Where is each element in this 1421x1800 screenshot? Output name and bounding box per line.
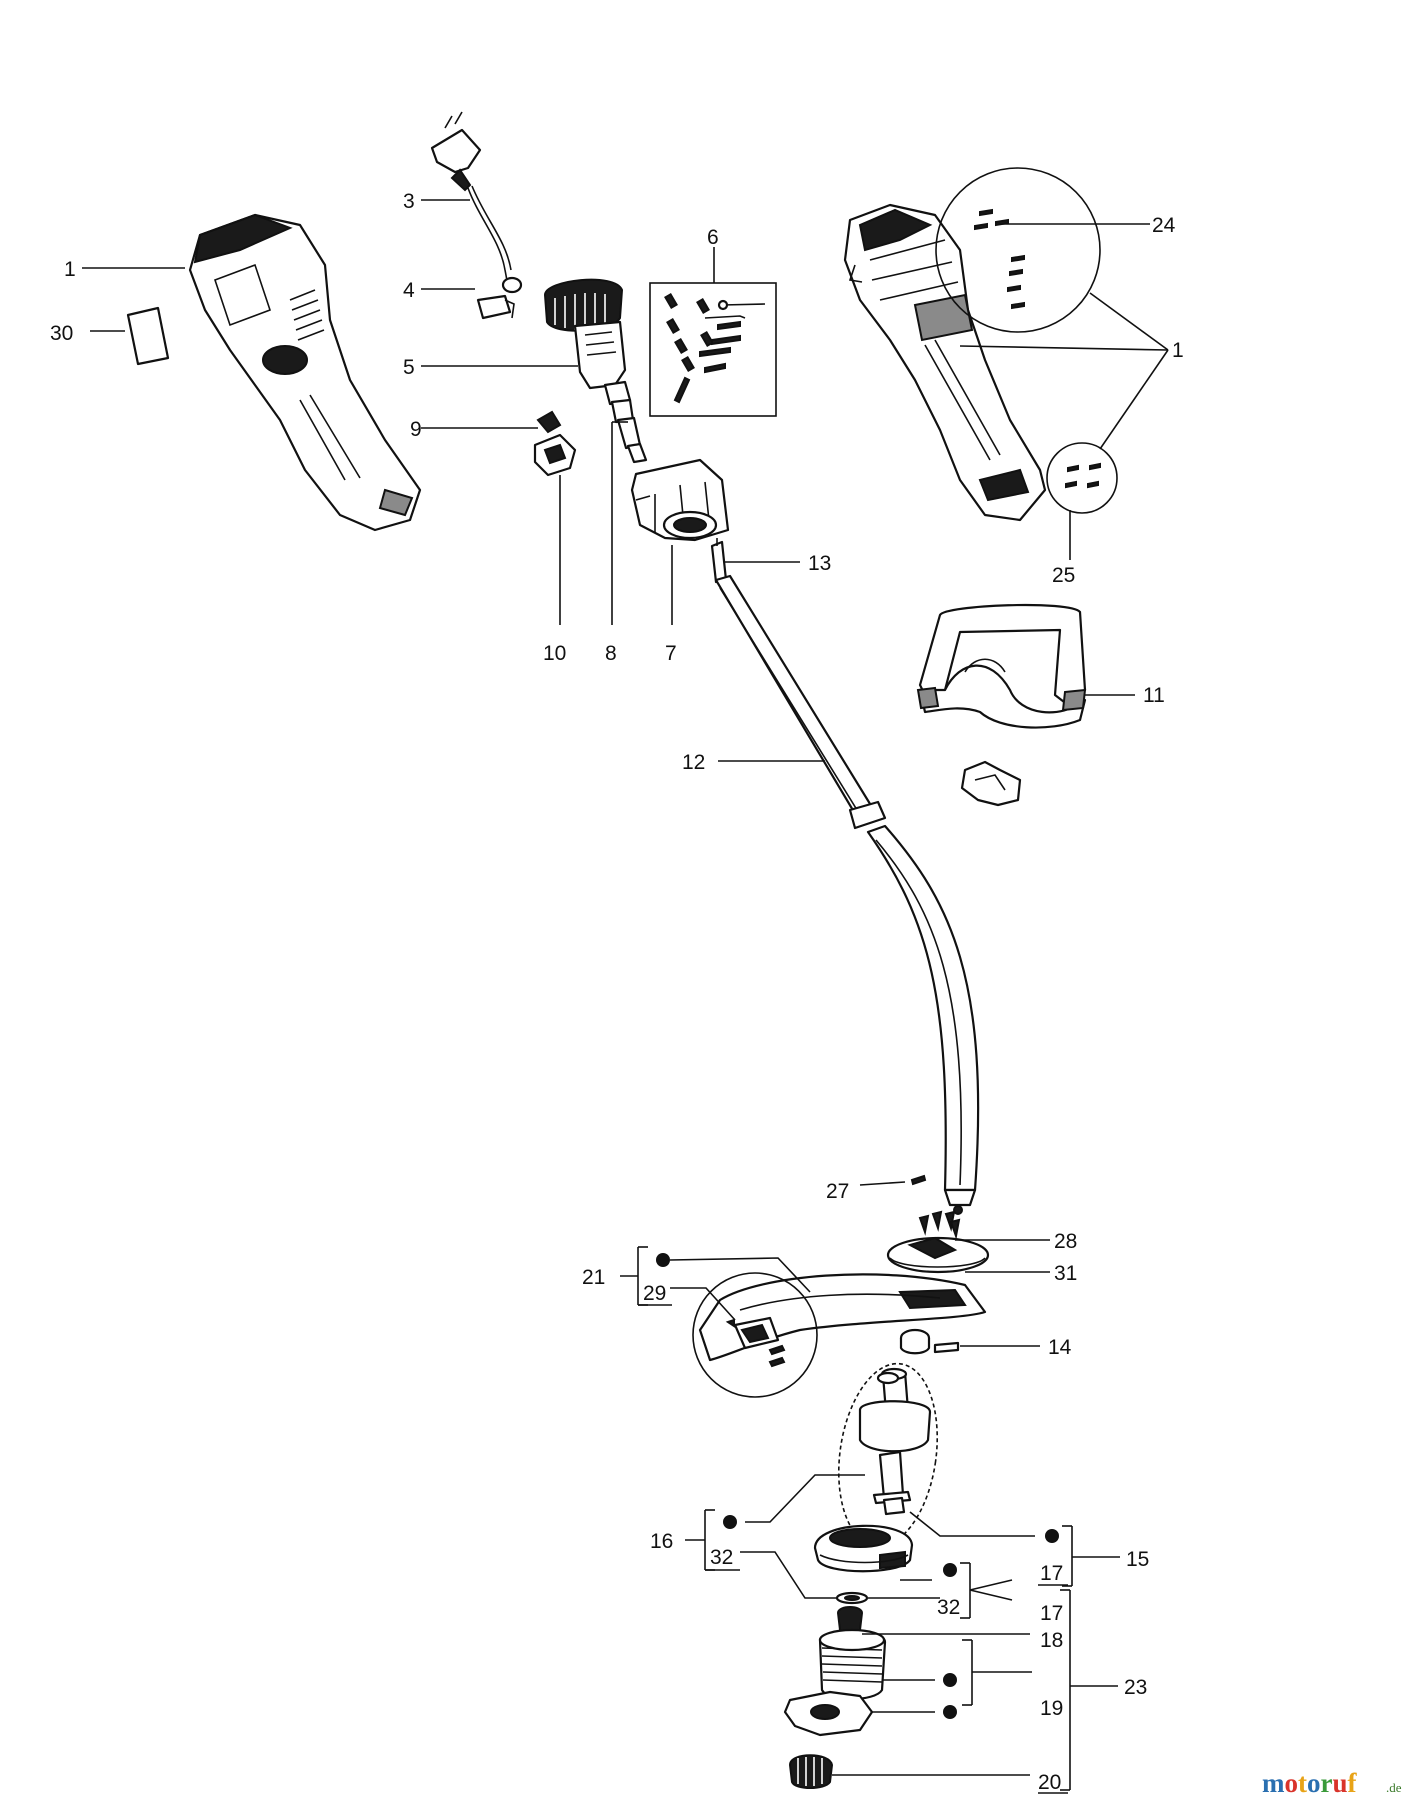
- coupling-nut: [630, 458, 730, 542]
- washer-32: [835, 1591, 869, 1605]
- spacer-14: [899, 1328, 960, 1355]
- switch-clip: [476, 294, 515, 320]
- label-9: 9: [410, 418, 422, 441]
- power-cord: [430, 111, 523, 294]
- spool-19: [818, 1628, 887, 1700]
- label-28: 28: [1054, 1230, 1077, 1253]
- drive-shaft: [710, 538, 728, 584]
- handle-clamp: [960, 760, 1022, 807]
- watermark-suffix: .de: [1386, 1780, 1402, 1795]
- watermark-letter: m: [1262, 1768, 1285, 1798]
- label-15: 15: [1126, 1548, 1149, 1571]
- label-31: 31: [1054, 1262, 1077, 1285]
- watermark-logo: motoruf .de: [1262, 1768, 1402, 1798]
- auxiliary-handle: [916, 603, 1087, 729]
- label-10: 10: [543, 642, 566, 665]
- left-motor-housing: [188, 213, 422, 532]
- label-24: 24: [1152, 214, 1176, 237]
- label-13: 13: [808, 552, 831, 575]
- watermark-letter: o: [1307, 1768, 1321, 1798]
- bump-knob-20: [788, 1754, 834, 1789]
- screw-detail-24: [935, 167, 1101, 333]
- label-19: 19: [1040, 1697, 1063, 1720]
- spool-housing-16: [813, 1524, 914, 1573]
- tube-screw-27: [910, 1174, 927, 1186]
- guard-detail-29: [692, 1272, 818, 1398]
- watermark-letter: u: [1332, 1768, 1347, 1798]
- spool-cap-19: [783, 1690, 874, 1737]
- label-7: 7: [665, 642, 677, 665]
- label-14: 14: [1048, 1336, 1072, 1359]
- motor: [543, 278, 648, 464]
- label-23: 23: [1124, 1676, 1147, 1699]
- watermark-brand: motoruf: [1262, 1768, 1358, 1798]
- label-32-right: 32: [937, 1596, 960, 1619]
- label-5: 5: [403, 356, 415, 379]
- hardware-kit-box: [649, 282, 777, 417]
- label-4: 4: [403, 279, 415, 302]
- label-18: 18: [1040, 1629, 1063, 1652]
- label-12: 12: [682, 751, 705, 774]
- rating-label: [126, 306, 170, 366]
- label-32-left: 32: [710, 1546, 733, 1569]
- part-numbers: 1 30 3 4 5 6 9 10 8 7 13 12 11 24 1 25 2…: [50, 190, 1184, 1794]
- label-20: 20: [1038, 1771, 1061, 1794]
- lower-tube: [866, 824, 980, 1215]
- watermark-letter: t: [1298, 1768, 1307, 1798]
- switch-assembly: [533, 410, 577, 477]
- callout-dots: [656, 1253, 1059, 1719]
- label-17-bottom: 17: [1040, 1602, 1063, 1625]
- label-27: 27: [826, 1180, 849, 1203]
- screw-detail-25: [1046, 442, 1118, 514]
- label-8: 8: [605, 642, 617, 665]
- watermark-letter: f: [1348, 1768, 1358, 1798]
- label-6: 6: [707, 226, 719, 249]
- upper-tube: [714, 574, 887, 830]
- guard-bracket-31: [886, 1236, 990, 1274]
- label-25: 25: [1052, 564, 1075, 587]
- label-17-top: 17: [1040, 1562, 1063, 1585]
- mount-screws-28: [918, 1210, 961, 1240]
- label-1-right: 1: [1172, 339, 1184, 362]
- label-1-left: 1: [64, 258, 76, 281]
- label-30: 30: [50, 322, 73, 345]
- right-motor-housing: [843, 203, 1047, 522]
- leader-lines: [82, 199, 1169, 1791]
- label-29: 29: [643, 1282, 666, 1305]
- watermark-letter: r: [1321, 1768, 1333, 1798]
- label-3: 3: [403, 190, 415, 213]
- label-16: 16: [650, 1530, 673, 1553]
- label-11: 11: [1143, 684, 1165, 707]
- head-motor-assembly: [837, 1362, 939, 1548]
- label-21: 21: [582, 1266, 605, 1289]
- label-underlines: [638, 1304, 1068, 1794]
- watermark-letter: o: [1285, 1768, 1299, 1798]
